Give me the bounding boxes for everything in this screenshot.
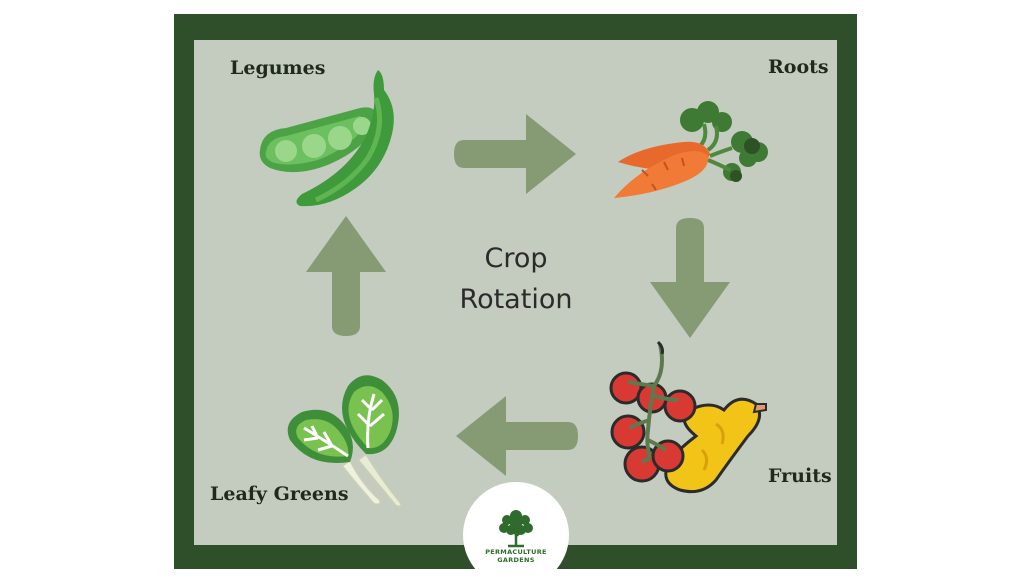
leafy-greens-icon [287, 375, 403, 508]
diagram-title: Crop Rotation [416, 238, 616, 320]
logo-text-line-1: PERMACULTURE [485, 548, 547, 556]
arrow-right-icon [454, 114, 576, 194]
arrow-up-icon [306, 216, 386, 336]
arrow-down-icon [650, 218, 730, 338]
pea-pod-icon [259, 70, 394, 207]
arrow-left-icon [456, 396, 578, 476]
carrots-icon [614, 101, 768, 198]
title-line-2: Rotation [459, 284, 573, 315]
tree-icon [499, 510, 533, 548]
permaculture-gardens-logo: PERMACULTURE GARDENS [463, 482, 569, 588]
logo-text-line-2: GARDENS [497, 556, 535, 564]
label-legumes: Legumes [230, 57, 326, 79]
tomato-squash-icon [609, 340, 767, 494]
label-fruits: Fruits [768, 465, 832, 487]
label-leafy-greens: Leafy Greens [210, 483, 349, 505]
label-roots: Roots [768, 56, 829, 78]
title-line-1: Crop [484, 243, 548, 274]
